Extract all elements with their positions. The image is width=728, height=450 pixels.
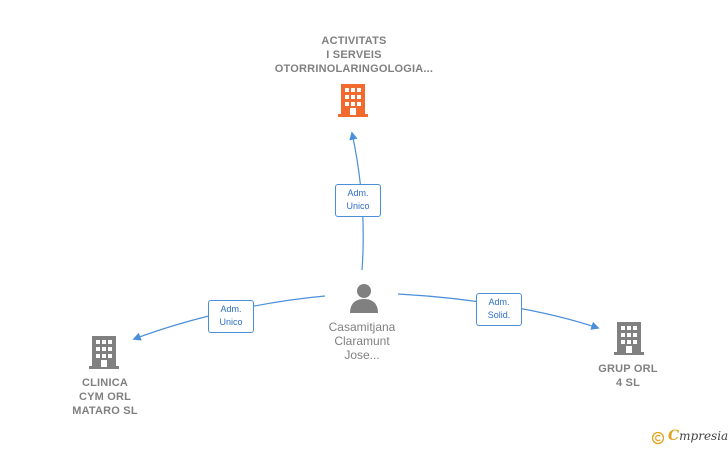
relation-label-text: Adm.	[347, 188, 369, 198]
person-icon[interactable]	[350, 284, 378, 313]
left-company-name-line-1: CLINICA	[81, 377, 128, 389]
relation-label-to-top[interactable]: Adm. Unico	[335, 184, 381, 217]
relation-label-text: Unico	[219, 317, 243, 327]
brand-name-rest: mpresia	[679, 429, 728, 443]
top-company-name-line-1: ACTIVITATS	[321, 35, 387, 47]
left-company-name-line-2: CYM ORL	[78, 391, 132, 403]
left-company-name-line-3: MATARO SL	[72, 405, 138, 417]
relation-label-text: Adm.	[488, 297, 510, 307]
brand-initial: C	[668, 428, 680, 444]
person-name-line-2: Claramunt	[334, 334, 390, 348]
right-company-name[interactable]: GRUP ORL 4 SL	[578, 362, 678, 390]
right-company-name-line-1: GRUP ORL	[598, 363, 658, 375]
relation-label-to-left[interactable]: Adm. Unico	[208, 300, 254, 333]
top-company-name-line-3: OTORRINOLARINGOLOGIA...	[274, 63, 434, 75]
copyright-icon	[651, 431, 665, 445]
relation-label-text: Adm.	[220, 304, 242, 314]
left-company-name[interactable]: CLINICA CYM ORL MATARO SL	[40, 376, 170, 418]
person-name[interactable]: Casamitjana Claramunt Jose...	[300, 320, 424, 362]
person-name-line-3: Jose...	[344, 348, 380, 362]
building-icon[interactable]	[338, 84, 368, 117]
brand-name: Cmpresia	[668, 428, 728, 444]
building-icon[interactable]	[614, 322, 644, 355]
relation-label-to-right[interactable]: Adm. Solid.	[476, 293, 522, 326]
top-company-name[interactable]: ACTIVITATS I SERVEIS OTORRINOLARINGOLOGI…	[234, 34, 474, 76]
top-company-name-line-2: I SERVEIS	[326, 49, 382, 61]
right-company-name-line-2: 4 SL	[615, 377, 641, 389]
relation-label-text: Solid.	[487, 310, 511, 320]
relation-label-text: Unico	[346, 201, 370, 211]
building-icon[interactable]	[89, 336, 119, 369]
person-name-line-1: Casamitjana	[328, 320, 396, 334]
brand-watermark: Cmpresia	[668, 428, 728, 444]
